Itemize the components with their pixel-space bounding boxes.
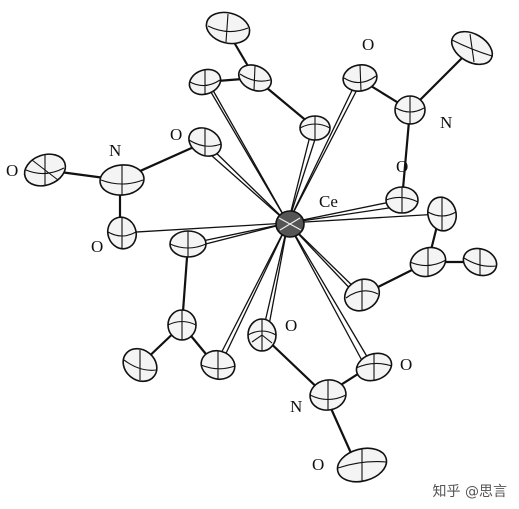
atom-o-left-lower — [106, 216, 138, 250]
atom-o-left-upper — [188, 127, 222, 157]
atom-o-right — [426, 196, 458, 232]
atom-n-top — [237, 64, 273, 92]
label-o-lower-mid: O — [285, 316, 297, 335]
label-o-upper-left-far: O — [6, 161, 18, 180]
atom-terminal-o-top — [205, 11, 251, 45]
atom-o-left-center — [169, 230, 207, 258]
watermark: 知乎 @思言 — [432, 484, 507, 500]
atom-terminal-o-left — [23, 153, 67, 187]
atom-n-top-right — [394, 95, 426, 125]
label-n-bottom: N — [290, 397, 302, 416]
atom-n-left — [99, 164, 145, 196]
label-ce: Ce — [319, 192, 338, 211]
atom-ce-center — [275, 210, 305, 238]
atom-ellipsoids — [23, 11, 498, 483]
label-n-left: N — [109, 141, 121, 160]
atom-o-right-lower — [343, 278, 381, 312]
label-o-left-lower: O — [91, 237, 103, 256]
atom-o-top-right — [342, 64, 378, 92]
label-o-right-mid: O — [396, 157, 408, 176]
label-n-right: N — [440, 113, 452, 132]
atom-terminal-o-right — [462, 247, 498, 277]
atom-o-top-center — [299, 115, 331, 141]
label-o-bottom: O — [312, 455, 324, 474]
atom-terminal-o-lower-left — [122, 347, 158, 383]
atom-n-lower-left — [167, 309, 197, 341]
atom-o-lower-center — [247, 318, 277, 352]
atom-labels: Ce N N N O O O O O O O O — [6, 35, 452, 474]
atom-terminal-o-far-right — [450, 30, 494, 66]
atom-o-lower-right — [355, 352, 393, 382]
atom-terminal-o-bottom — [336, 447, 388, 483]
atom-n-bottom — [309, 379, 347, 411]
atom-o-lower-left — [200, 349, 236, 381]
label-o-top-right: O — [362, 35, 374, 54]
atom-o-right-upper — [385, 186, 419, 214]
label-o-upper-left-near: O — [170, 125, 182, 144]
atom-o-top-left — [188, 68, 222, 96]
label-o-lower-right: O — [400, 355, 412, 374]
atom-n-right — [409, 246, 447, 278]
